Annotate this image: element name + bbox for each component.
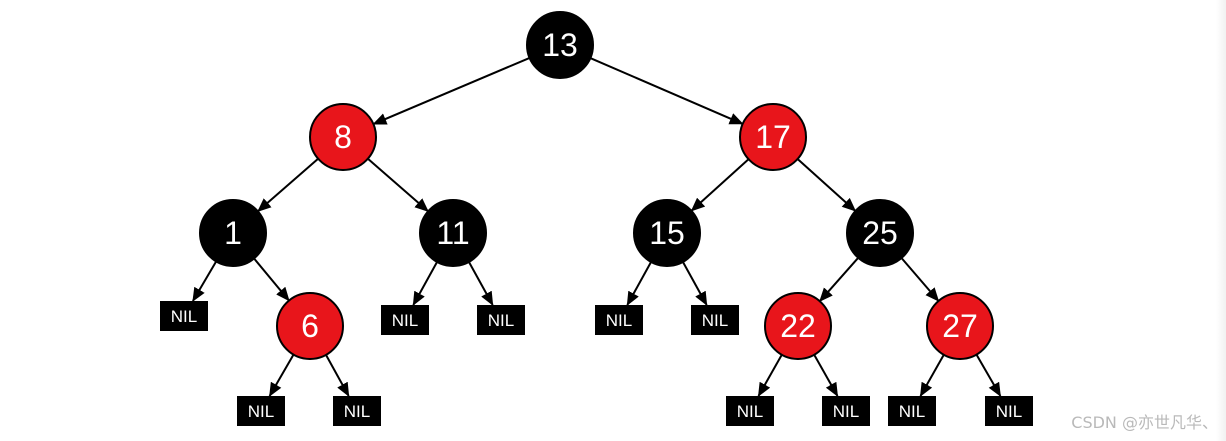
nil-box [888, 396, 936, 426]
edge-n17-n15 [690, 158, 750, 212]
nil-leaf: NIL [691, 305, 739, 335]
node-value: 25 [862, 215, 898, 251]
black-node-circle [633, 199, 701, 267]
nil-box [726, 396, 774, 426]
edge-n22-nil-22-right [813, 354, 839, 397]
edge-n6-nil-6-left [268, 354, 295, 397]
edge-n25-n27 [900, 257, 940, 302]
nil-label: NIL [488, 311, 514, 330]
edge-n17-n25 [796, 158, 857, 212]
nil-label: NIL [899, 402, 925, 421]
edge-n13-n17 [589, 57, 744, 125]
edge-n27-nil-27-right [975, 354, 1002, 397]
tree-node-27: 27 [926, 292, 994, 360]
node-value: 27 [942, 308, 978, 344]
edge-n13-n8 [372, 56, 530, 126]
nil-label: NIL [606, 311, 632, 330]
red-node-circle [764, 292, 832, 360]
right-edge-shading [1216, 0, 1226, 441]
nil-leaf: NIL [237, 396, 285, 426]
nil-box [237, 396, 285, 426]
nil-leaf: NIL [381, 305, 429, 335]
tree-edges [192, 56, 1002, 397]
edge-n27-nil-27-left [919, 354, 945, 397]
nil-box [333, 396, 381, 426]
node-value: 17 [755, 119, 791, 155]
edge-n15-nil-15-left [626, 261, 652, 306]
node-value: 6 [301, 308, 319, 344]
node-value: 1 [224, 215, 242, 251]
edge-n8-n11 [367, 157, 429, 213]
nil-label: NIL [702, 311, 728, 330]
nil-label: NIL [996, 402, 1022, 421]
edge-n6-nil-6-right [325, 354, 350, 397]
watermark: CSDN @亦世凡华、 [1071, 413, 1218, 432]
black-node-circle [419, 199, 487, 267]
node-value: 15 [649, 215, 685, 251]
nil-leaf: NIL [726, 396, 774, 426]
edge-n1-nil-1-left [192, 260, 218, 302]
edge-n11-nil-11-right [468, 261, 494, 306]
edge-n22-nil-22-left [757, 354, 783, 397]
red-node-circle [926, 292, 994, 360]
edge-n1-n6 [253, 257, 290, 302]
black-node-circle [199, 199, 267, 267]
tree-node-25: 25 [846, 199, 914, 267]
nil-label: NIL [248, 402, 274, 421]
nil-label: NIL [833, 402, 859, 421]
nil-label: NIL [171, 307, 197, 326]
nil-label: NIL [344, 402, 370, 421]
nil-leaf: NIL [822, 396, 870, 426]
tree-node-13: 13 [526, 11, 594, 79]
nil-leaf: NIL [888, 396, 936, 426]
edge-n15-nil-15-right [682, 261, 708, 306]
nil-leaves: NIL NIL NIL NIL NIL NIL NIL NIL NIL NIL NIL [160, 301, 1033, 426]
node-value: 22 [780, 308, 816, 344]
nil-box [595, 305, 643, 335]
tree-node-8: 8 [309, 103, 377, 171]
red-node-circle [276, 292, 344, 360]
nil-box [381, 305, 429, 335]
node-value: 13 [542, 27, 578, 63]
tree-node-11: 11 [419, 199, 487, 267]
nil-box [691, 305, 739, 335]
nil-leaf: NIL [160, 301, 208, 331]
nil-label: NIL [392, 311, 418, 330]
nil-leaf: NIL [985, 396, 1033, 426]
tree-node-17: 17 [739, 103, 807, 171]
red-node-circle [739, 103, 807, 171]
tree-node-6: 6 [276, 292, 344, 360]
tree-node-15: 15 [633, 199, 701, 267]
black-node-circle [526, 11, 594, 79]
nil-leaf: NIL [333, 396, 381, 426]
nil-box [160, 301, 208, 331]
tree-node-1: 1 [199, 199, 267, 267]
nil-box [477, 305, 525, 335]
nil-leaf: NIL [477, 305, 525, 335]
edge-n25-n22 [819, 257, 859, 302]
edge-n8-n1 [257, 157, 319, 213]
black-node-circle [846, 199, 914, 267]
nil-box [822, 396, 870, 426]
node-value: 11 [436, 215, 469, 251]
nil-label: NIL [737, 402, 763, 421]
tree-node-22: 22 [764, 292, 832, 360]
edge-n11-nil-11-left [412, 261, 438, 306]
red-node-circle [309, 103, 377, 171]
nil-box [985, 396, 1033, 426]
nil-leaf: NIL [595, 305, 643, 335]
node-value: 8 [334, 119, 352, 155]
